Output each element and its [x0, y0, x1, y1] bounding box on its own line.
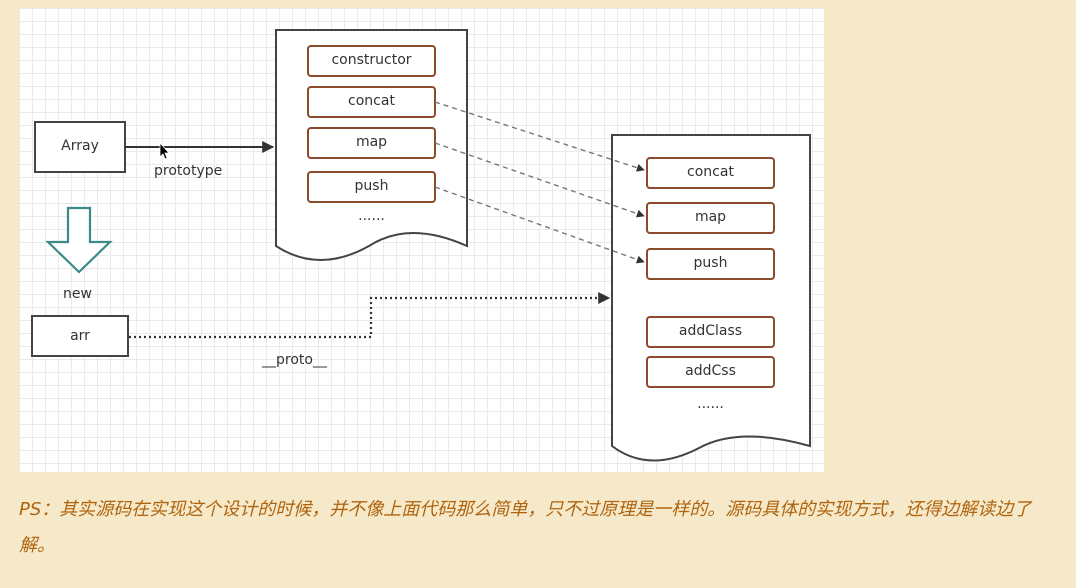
right-method-box-addcss	[646, 356, 775, 388]
right-ellipsis: ......	[697, 396, 724, 412]
new-label: new	[63, 286, 92, 302]
diagram-svg	[31, 29, 811, 462]
proto-link-arrow	[129, 292, 611, 339]
array-label: Array	[61, 138, 99, 154]
map-link-arrow	[434, 142, 645, 218]
right-method-addclass: addClass	[678, 323, 743, 339]
right-method-concat: concat	[687, 164, 734, 180]
concat-link-arrow	[434, 101, 645, 172]
arr-box	[31, 315, 129, 357]
right-method-box-map	[646, 202, 775, 234]
arr-label: arr	[70, 328, 90, 344]
new-arrow-icon	[45, 206, 113, 274]
right-method-box-concat	[646, 157, 775, 189]
push-link-arrow	[434, 186, 645, 264]
diagram-canvas: Array prototype new arr __proto__ constr…	[19, 8, 824, 472]
proto-label: __proto__	[262, 352, 327, 368]
left-method-concat: concat	[348, 93, 395, 109]
cursor-icon	[159, 141, 170, 160]
left-method-constructor: constructor	[331, 52, 412, 68]
right-method-box-addclass	[646, 316, 775, 348]
right-method-addcss: addCss	[685, 363, 736, 379]
caption-text: PS：其实源码在实现这个设计的时候，并不像上面代码那么简单，只不过原理是一样的。…	[19, 499, 1032, 556]
right-method-push: push	[693, 255, 728, 271]
left-method-map: map	[355, 134, 388, 150]
right-method-box-push	[646, 248, 775, 280]
left-method-box-constructor	[307, 45, 436, 77]
prototype-label: prototype	[154, 163, 223, 179]
right-method-map: map	[694, 209, 727, 225]
left-method-push: push	[354, 178, 389, 194]
array-box	[34, 121, 126, 173]
left-ellipsis: ......	[358, 208, 385, 224]
